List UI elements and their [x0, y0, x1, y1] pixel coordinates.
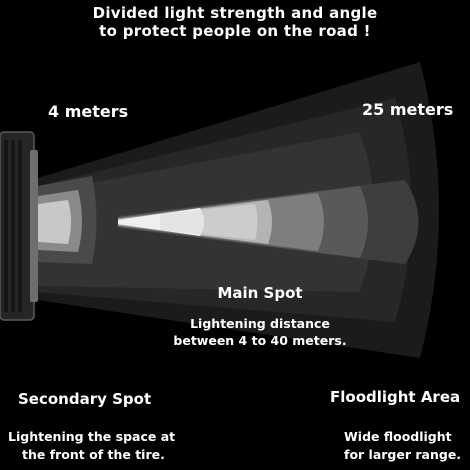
main-spot-desc-line-2: between 4 to 40 meters.: [173, 333, 347, 348]
main-spot-beam: [118, 180, 419, 264]
floodlight-area-label: Floodlight Area: [330, 388, 461, 406]
headline: Divided light strength and angle to prot…: [0, 4, 470, 40]
headline-line-1: Divided light strength and angle: [92, 4, 378, 22]
secondary-spot-beam: [38, 176, 97, 264]
floodlight-desc-line-1: Wide floodlight: [344, 429, 452, 444]
main-spot-label: Main Spot: [217, 284, 303, 302]
main-spot-desc-line-1: Lightening distance: [190, 316, 330, 331]
floodlight-desc-line-2: for larger range.: [344, 447, 462, 462]
secondary-spot-label: Secondary Spot: [18, 390, 152, 408]
distance-near-label: 4 meters: [48, 102, 129, 121]
headlamp-device: [0, 131, 38, 321]
secondary-spot-desc-line-2: the front of the tire.: [22, 447, 165, 462]
secondary-spot-desc-line-1: Lightening the space at: [8, 429, 176, 444]
headline-line-2: to protect people on the road !: [99, 22, 371, 40]
distance-far-label: 25 meters: [362, 100, 454, 119]
